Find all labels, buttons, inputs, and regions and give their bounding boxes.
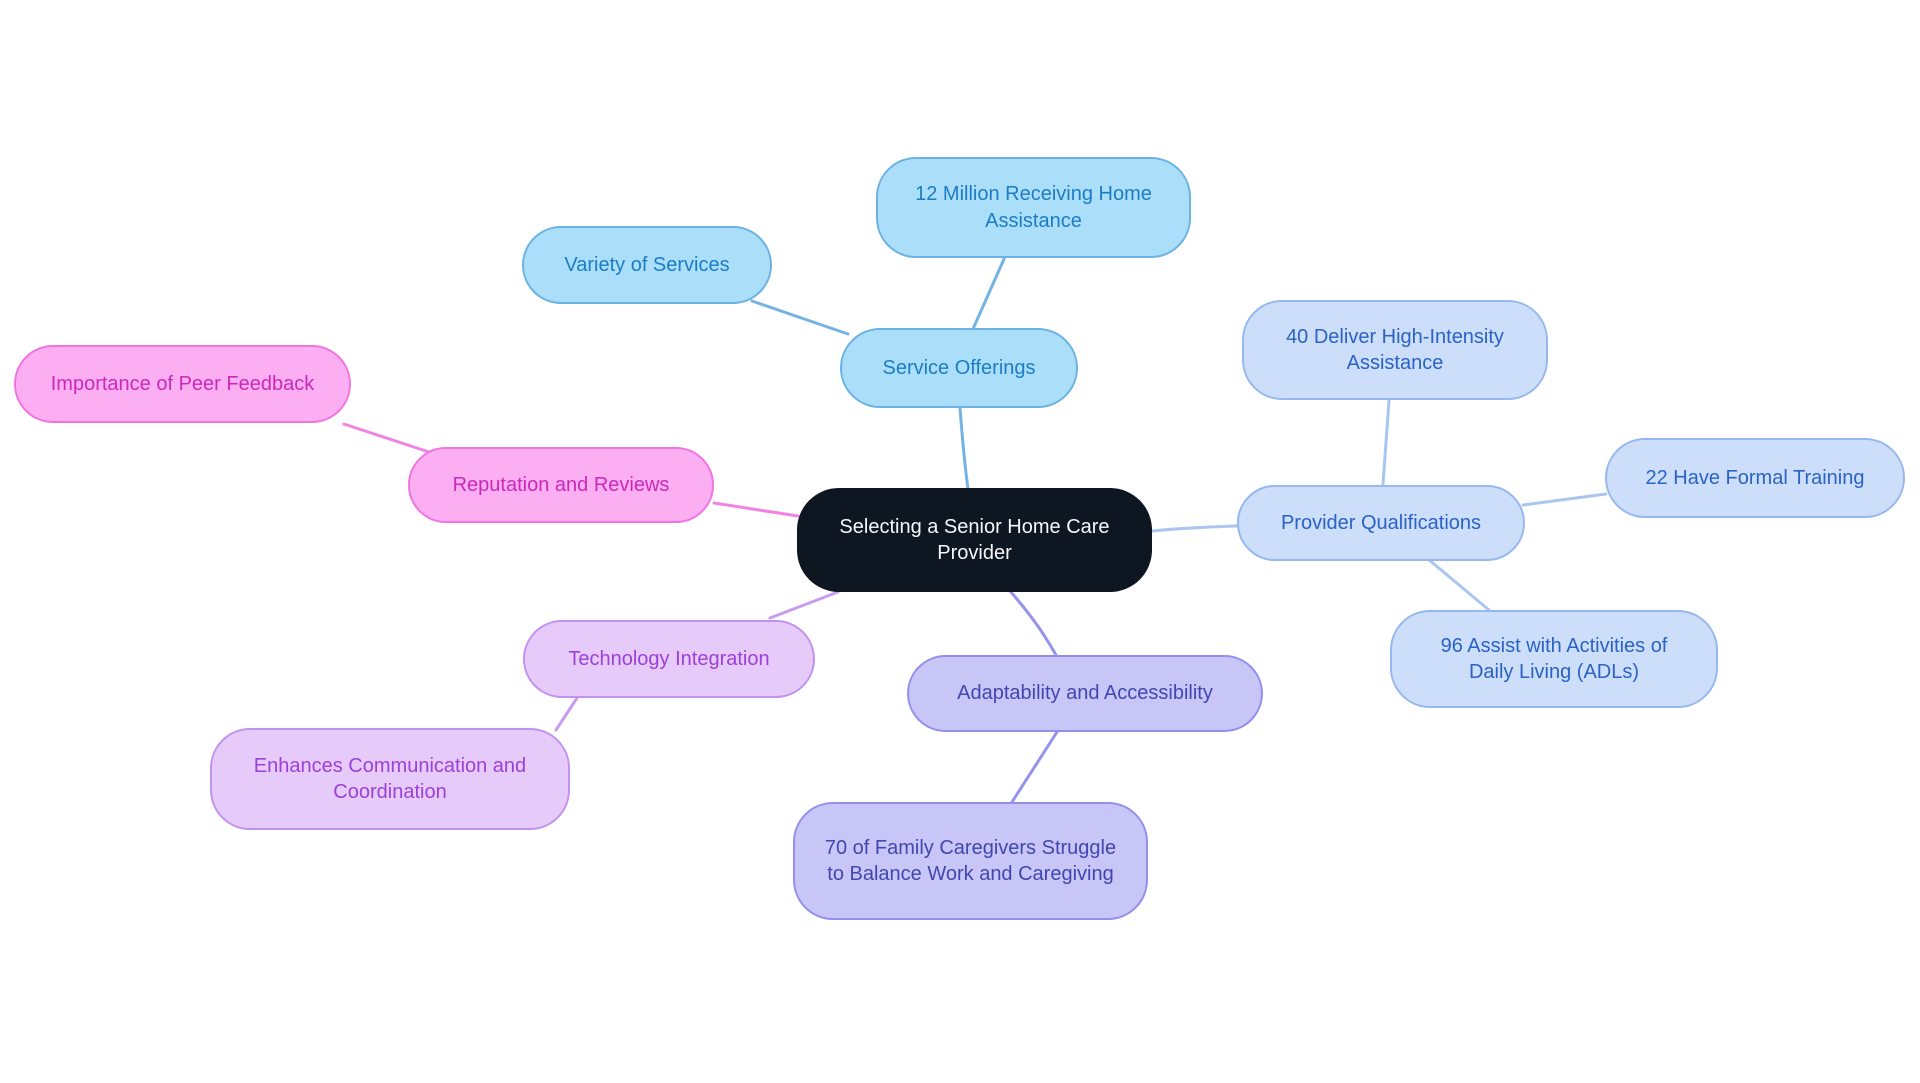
edge-provider-qualifications-96	[1426, 557, 1491, 612]
node-enhances-communication-and-coordination[interactable]: Enhances Communication and Coordination	[210, 728, 570, 830]
node-central-topic[interactable]: Selecting a Senior Home Care Provider	[797, 488, 1152, 592]
node-service-offerings[interactable]: Service Offerings	[840, 328, 1078, 408]
node-70-family-caregivers-struggle[interactable]: 70 of Family Caregivers Struggle to Bala…	[793, 802, 1148, 920]
node-provider-qualifications[interactable]: Provider Qualifications	[1237, 485, 1525, 561]
edge-central-adaptability	[1008, 589, 1058, 657]
node-12-million-receiving-home-assistance[interactable]: 12 Million Receiving Home Assistance	[876, 157, 1191, 258]
edge-reputation-peer-feedback	[342, 422, 431, 454]
node-technology-integration[interactable]: Technology Integration	[523, 620, 815, 698]
edge-service-offerings-12-million	[971, 257, 1006, 331]
node-adaptability-and-accessibility[interactable]: Adaptability and Accessibility	[907, 655, 1263, 732]
edge-central-technology	[768, 590, 840, 620]
edge-central-reputation	[712, 501, 800, 518]
edge-provider-qualifications-22	[1521, 492, 1608, 507]
node-importance-of-peer-feedback[interactable]: Importance of Peer Feedback	[14, 345, 351, 423]
node-22-have-formal-training[interactable]: 22 Have Formal Training	[1605, 438, 1905, 518]
node-40-deliver-high-intensity-assistance[interactable]: 40 Deliver High-Intensity Assistance	[1242, 300, 1548, 400]
node-variety-of-services[interactable]: Variety of Services	[522, 226, 772, 304]
edge-adaptability-70-family	[1010, 730, 1059, 804]
edge-central-provider-qualifications	[1150, 524, 1239, 533]
edge-service-offerings-variety	[750, 299, 850, 336]
node-96-assist-with-adls[interactable]: 96 Assist with Activities of Daily Livin…	[1390, 610, 1718, 708]
edge-central-service-offerings	[958, 406, 970, 491]
edge-technology-enhances	[554, 696, 579, 732]
node-reputation-and-reviews[interactable]: Reputation and Reviews	[408, 447, 714, 523]
edge-provider-qualifications-40	[1381, 399, 1391, 486]
